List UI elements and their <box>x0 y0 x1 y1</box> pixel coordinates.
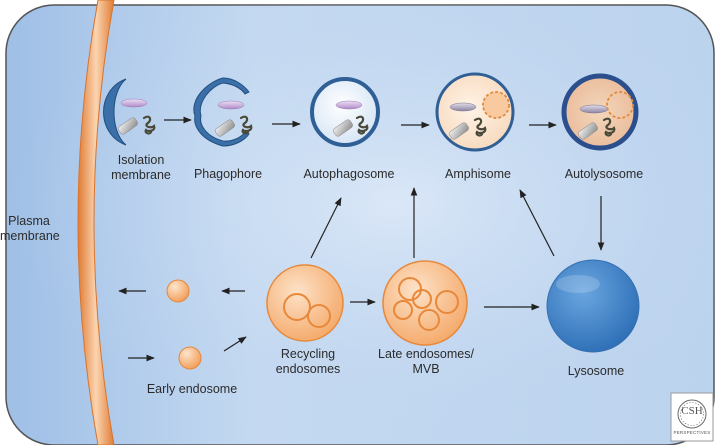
label-late-endosomes-line1: Late endosomes/ <box>378 347 474 361</box>
label-recycling-endosomes: Recycling endosomes <box>270 347 346 377</box>
amphisome <box>435 72 515 152</box>
label-plasma-membrane-line1: Plasma <box>8 214 50 228</box>
label-isolation-membrane-line1: Isolation <box>117 153 165 167</box>
phagophore <box>193 77 253 147</box>
label-plasma-membrane-line2: membrane <box>0 229 60 243</box>
late-endosome-mvb <box>382 260 468 346</box>
label-late-endosomes-line2: MVB <box>412 362 440 376</box>
lysosome-highlight <box>556 275 600 293</box>
isolation-membrane <box>103 78 156 146</box>
label-late-endosomes: Late endosomes/ MVB <box>378 347 474 377</box>
label-early-endosome: Early endosome <box>146 382 238 396</box>
lysosome <box>546 259 640 353</box>
label-autolysosome: Autolysosome <box>564 167 644 181</box>
label-amphisome: Amphisome <box>445 167 511 181</box>
early-endosome-upper <box>166 279 190 303</box>
label-phagophore: Phagophore <box>193 167 263 181</box>
label-isolation-membrane-line2: membrane <box>111 168 171 182</box>
recycling-endosome <box>266 264 344 342</box>
autolysosome <box>561 73 639 151</box>
label-autophagosome: Autophagosome <box>303 167 395 181</box>
label-isolation-membrane: Isolation membrane <box>106 153 176 183</box>
label-recycling-endosomes-line1: Recycling <box>280 347 336 361</box>
csh-logo <box>670 392 714 442</box>
early-endosome-lower <box>178 346 202 370</box>
label-lysosome: Lysosome <box>567 364 625 378</box>
autophagosome <box>310 77 380 147</box>
label-recycling-endosomes-line2: endosomes <box>275 362 341 376</box>
label-plasma-membrane: Plasma membrane <box>0 214 60 244</box>
cell-glow <box>6 5 714 445</box>
plasma-membrane <box>77 0 115 445</box>
logo-text: CSH <box>681 405 703 417</box>
logo-subtext: PERSPECTIVES <box>673 430 711 435</box>
arrow-lysosome-to-amphisome <box>519 189 555 257</box>
arrow-recycling-to-autophagosome <box>310 197 342 259</box>
arrow-early-endosome-to-recycling <box>223 336 247 352</box>
